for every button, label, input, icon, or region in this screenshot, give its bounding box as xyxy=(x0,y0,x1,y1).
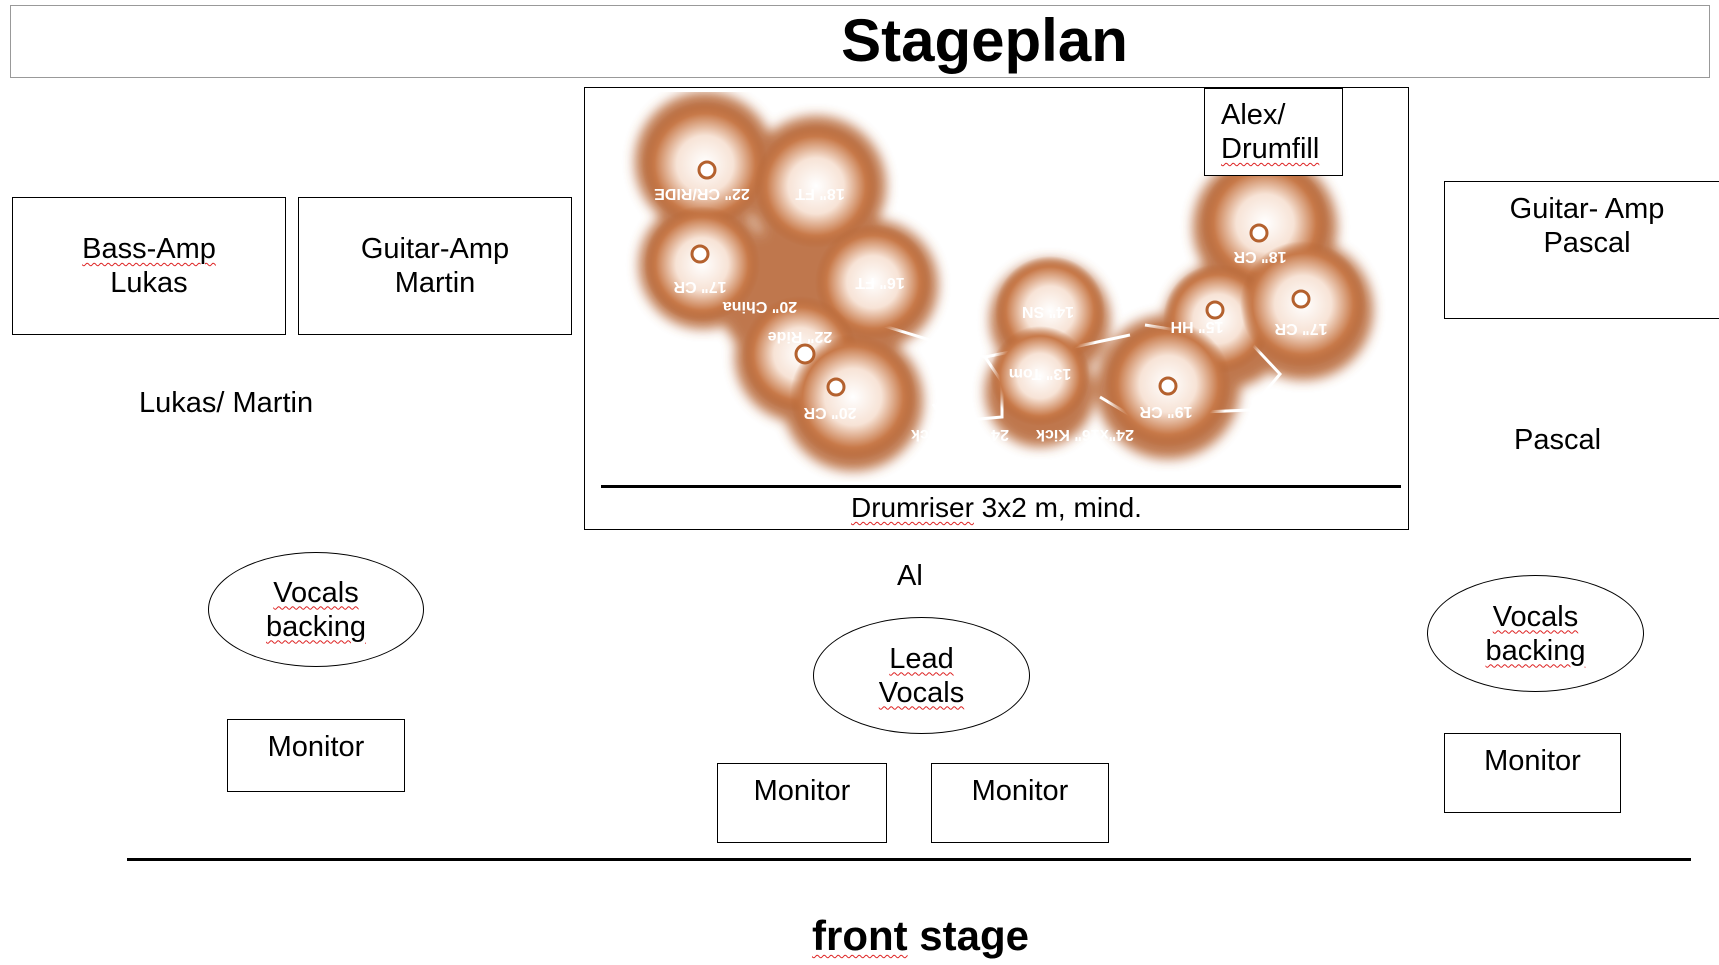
vocals-left-line2: backing xyxy=(266,610,366,643)
label-22-ride: 22" Ride xyxy=(768,328,833,345)
front-stage-word1: front xyxy=(811,912,908,959)
lead-vocals-line1: Lead xyxy=(889,642,954,675)
monitor-right: Monitor xyxy=(1444,733,1621,813)
guitar-amp-martin-line2: Martin xyxy=(394,267,476,299)
guitar-amp-pascal-line2: Pascal xyxy=(1543,227,1631,259)
title-band xyxy=(10,5,1710,78)
label-19-cr: 19" CR xyxy=(1139,403,1192,420)
label-18-ft: 18" FT xyxy=(795,185,845,202)
label-13-tom: 13" Tom xyxy=(1009,365,1071,382)
drumfill-line1: Alex/ xyxy=(1221,99,1286,131)
lead-vocals-line2: Vocals xyxy=(878,676,965,709)
label-20-cr: 20" CR xyxy=(803,404,856,421)
position-label-al: Al xyxy=(897,560,923,592)
drumriser-caption: Drumriser 3x2 m, mind. xyxy=(584,490,1409,526)
label-kick-right: 24"x16" Kick xyxy=(1036,426,1134,443)
vocals-backing-left: Vocals backing xyxy=(208,552,424,667)
label-20-china: 20" China xyxy=(723,298,797,315)
label-17-cr-right: 17" CR xyxy=(1274,320,1327,337)
drumfill-box: Alex/ Drumfill xyxy=(1204,88,1343,176)
front-stage-word2: stage xyxy=(907,912,1030,959)
page-title: Stageplan xyxy=(841,7,1128,74)
guitar-amp-pascal-line1: Guitar- Amp xyxy=(1509,193,1665,225)
monitor-left: Monitor xyxy=(227,719,405,792)
vocals-left-line1: Vocals xyxy=(273,576,359,609)
front-stage-line xyxy=(127,858,1691,861)
position-label-lukas-martin: Lukas/ Martin xyxy=(139,387,314,419)
kit-bells xyxy=(690,160,1311,397)
label-22-crride: 22" CR/RIDE xyxy=(654,185,750,202)
monitor-center-left: Monitor xyxy=(717,763,887,843)
bass-amp-line1: Bass-Amp xyxy=(82,233,216,265)
label-15-hh: 15" HH xyxy=(1171,318,1224,335)
label-14-sn: 14" SN xyxy=(1022,303,1074,320)
vocals-right-line1: Vocals xyxy=(1492,600,1579,633)
label-17-cr-left: 17" CR xyxy=(673,278,726,295)
drumriser-size: 3x2 m, mind. xyxy=(973,492,1142,523)
vocals-backing-right: Vocals backing xyxy=(1427,575,1644,692)
guitar-amp-martin-line1: Guitar-Amp xyxy=(360,233,510,265)
drumriser-divider xyxy=(601,485,1401,488)
monitor-center-right: Monitor xyxy=(931,763,1109,843)
position-label-pascal: Pascal xyxy=(1514,424,1602,456)
label-kick-left: 24"x16" Kick xyxy=(911,426,1009,443)
guitar-amp-pascal-box: Guitar- Amp Pascal xyxy=(1444,181,1719,319)
front-stage-label: front stage xyxy=(0,912,1719,960)
drumriser-word: Drumriser xyxy=(851,492,974,523)
bass-amp-line2: Lukas xyxy=(110,267,188,299)
drumfill-line2: Drumfill xyxy=(1221,133,1320,165)
label-16-ft: 16" FT xyxy=(855,274,905,291)
label-18-cr: 18" CR xyxy=(1233,248,1286,265)
lead-vocals: Lead Vocals xyxy=(813,617,1030,734)
vocals-right-line2: backing xyxy=(1485,634,1586,667)
guitar-amp-martin-box: Guitar-Amp Martin xyxy=(298,197,572,335)
drumriser-frame xyxy=(584,87,1409,530)
drumkit-diagram: 22" CR/RIDE 18" FT 17" CR 16" FT 20" Chi… xyxy=(635,92,1373,471)
bass-amp-box: Bass-Amp Lukas xyxy=(12,197,286,335)
